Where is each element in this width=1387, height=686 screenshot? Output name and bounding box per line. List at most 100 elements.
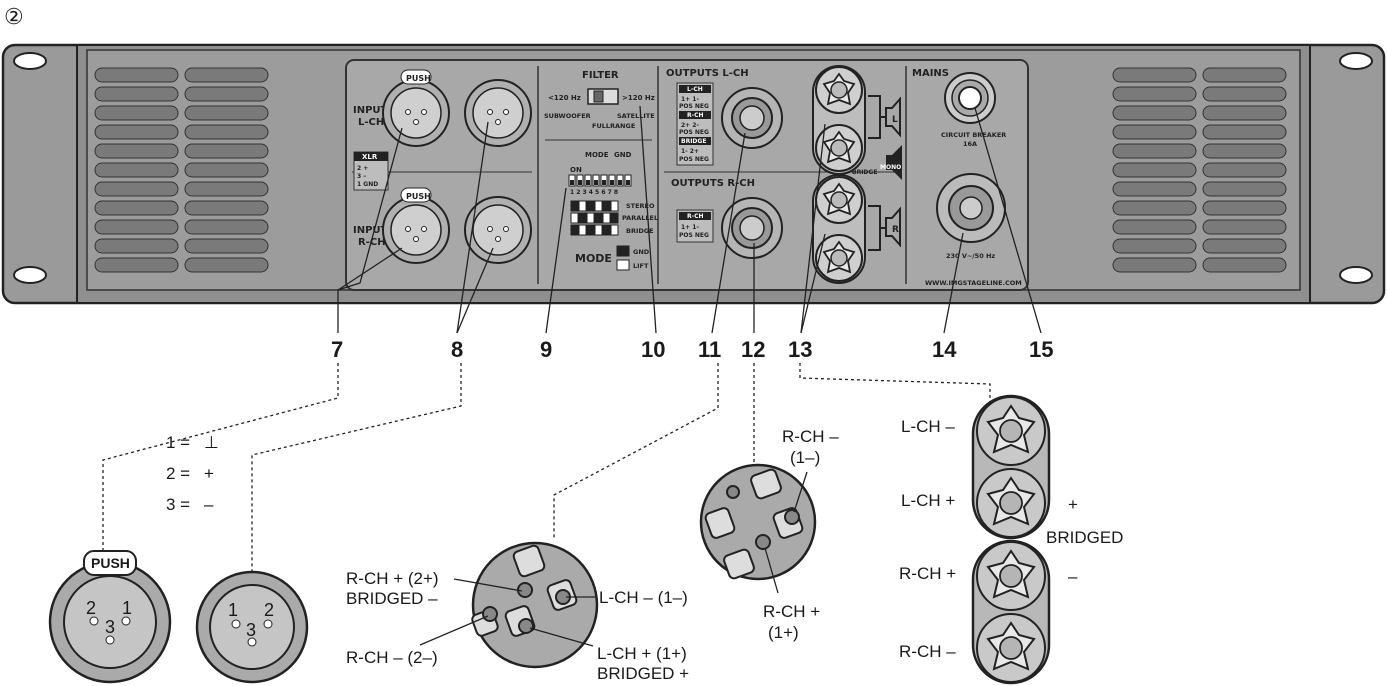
mode-parallel: PARALLEL [622,214,658,222]
bp-lch-minus: L-CH – [901,417,955,436]
mode-table-cell [602,212,611,224]
leader-lines [337,105,1042,334]
speakon-r-rch-plus: R-CH + [763,602,820,621]
vent-slot [94,200,179,216]
vent-slot [94,124,179,140]
mode-table-cell [578,212,587,224]
vent-slot [94,143,179,159]
legend-1: 1 = [166,433,190,452]
dip-switch-knob [610,180,614,185]
xlr-input-l-female[interactable]: PUSH [382,69,450,147]
vent-slot [1112,143,1197,159]
vent-slot [1202,143,1287,159]
box-lch-tag: L-CH [687,86,703,93]
mode-table-cell [570,200,579,212]
binding-post-r-plus[interactable] [815,176,863,224]
vent-slot [94,181,179,197]
xlr-m-pin-1: 1 [228,600,238,620]
dip-numbers: 1 2 3 4 5 6 7 8 [570,189,618,196]
binding-rch-minus-detail [976,613,1046,683]
xlr-detail-push: PUSH [91,555,130,571]
vent-slot [1112,124,1197,140]
vent-slot [184,181,269,197]
speakon-l-lch-plus: L-CH + (1+) [597,644,687,663]
vent-slot [184,143,269,159]
circuit-breaker[interactable] [944,72,996,124]
xlr-f-pin-1: 1 [122,598,132,618]
dashed-connectors [102,363,991,583]
dip-switch-knob [594,180,598,185]
legend-3: 3 = [166,495,190,514]
xlr-output-l-male[interactable] [464,79,532,147]
speakon-output-r[interactable] [721,197,783,259]
xlr-box-row-1: 2 + [357,165,368,172]
binding-post-l-plus[interactable] [815,124,863,172]
box-posneg-2: POS NEG [679,129,709,136]
input-l-label: INPUT [353,105,388,116]
vent-slot [1202,181,1287,197]
dip-on-label: ON [570,166,582,174]
binding-lch-plus-detail [976,468,1046,538]
speakon-l-leaders [419,578,596,647]
box-pins-22: 2+ 2- [681,122,699,129]
mode-table-cell [586,224,595,236]
mode-table-cell [594,212,603,224]
mode-stereo: STEREO [626,202,655,210]
powercon-mains-inlet[interactable] [936,173,1006,243]
legend-2-val: + [204,464,214,483]
speakon-r-pinout-box: R-CH 1+ 1- POS NEG [676,209,714,243]
dip-switch-knob [586,180,590,185]
gnd-label: GND [633,248,650,256]
vent-slot [1112,67,1197,83]
speakon-l-rch-plus: R-CH + (2+) [346,569,439,588]
box-posneg-1: POS NEG [679,103,709,110]
satellite-label: SATELLITE [617,112,655,120]
callout-7: 7 [331,337,343,362]
mode-table-cell [578,224,587,236]
callout-14: 14 [932,337,957,362]
voltage-label: 230 V~/50 Hz [946,252,995,260]
gnd-lift-indicator [616,245,630,257]
vent-slot [1202,238,1287,254]
speakon-r-rch-minus-pin: (1–) [790,448,820,467]
speakon-l-lch-minus: L-CH – (1–) [599,588,688,607]
filter-switch[interactable] [587,88,619,105]
callout-9: 9 [540,337,552,362]
callout-13: 13 [788,337,812,362]
vent-slot [184,219,269,235]
binding-post-l-minus[interactable] [815,66,863,114]
vent-slot [94,105,179,121]
xlr-f-pin-2: 2 [86,598,96,618]
speakon-l-pinout-box: L-CH 1+ 1- POS NEG R-CH 2+ 2- POS NEG BR… [676,82,714,166]
outputs-l-label: OUTPUTS L-CH [666,68,749,79]
dip-switch-knob [618,180,622,185]
bp-rch-minus: R-CH – [899,642,956,661]
mode-table-cell [570,212,579,224]
xlr-f-pin-3: 3 [105,617,115,637]
box-rch-tag: R-CH [687,112,704,119]
breaker-label: CIRCUIT BREAKER [941,131,1006,139]
speakon-output-l[interactable] [721,87,783,149]
vent-slot [184,105,269,121]
speaker-r-label: R [892,225,899,235]
mains-label: MAINS [912,68,949,79]
speakon-r-rch-minus: R-CH – [782,427,839,446]
dip-mode-header: MODE [585,151,609,159]
bp-rch-plus: R-CH + [899,564,956,583]
vent-slot [1112,219,1197,235]
mode-table-cell [602,200,611,212]
subwoofer-label: SUBWOOFER [544,112,591,120]
mono-label: MONO [880,164,901,171]
vent-slot [1202,105,1287,121]
vent-slot [184,67,269,83]
callout-15: 15 [1029,337,1053,362]
xlr-input-r-female[interactable]: PUSH [382,187,450,264]
dip-switch-bank[interactable] [568,174,632,187]
bp-bridged: BRIDGED [1046,528,1123,547]
vent-slot [184,124,269,140]
mode-table-cell [570,224,579,236]
rack-hole-bl [13,266,47,284]
vent-slot [1202,67,1287,83]
vent-slot [1202,162,1287,178]
